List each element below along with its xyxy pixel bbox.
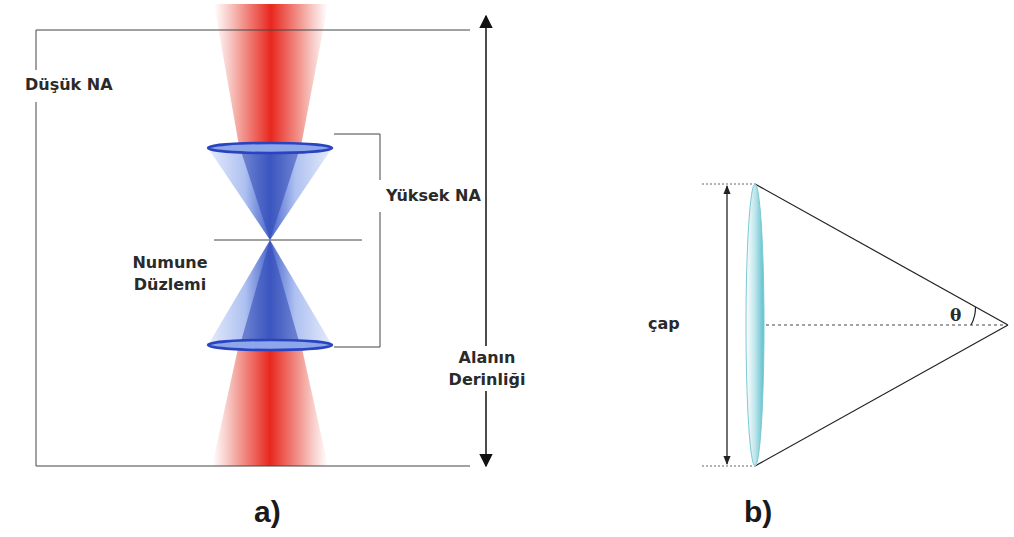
diameter-arrow	[726, 186, 727, 464]
bracket	[36, 30, 470, 70]
bracket	[334, 134, 380, 180]
bracket	[334, 212, 380, 347]
low-na-beam	[212, 344, 328, 466]
panel-label: b)	[744, 492, 772, 533]
extension-line	[702, 466, 755, 467]
bracket	[36, 102, 470, 466]
ray-line	[755, 184, 1008, 325]
dimension-label: çap	[648, 313, 680, 335]
high-na-cone	[208, 240, 332, 345]
angle-label: θ	[950, 304, 961, 327]
sample-plane-line	[214, 240, 362, 241]
lens	[746, 184, 764, 466]
cone-core	[240, 148, 300, 240]
ray-line	[755, 325, 1008, 466]
angle-arc	[971, 307, 976, 325]
lens-disc	[208, 143, 332, 153]
plane-label: Numune Düzlemi	[118, 252, 222, 295]
na-label: Yüksek NA	[386, 185, 481, 207]
high-na-cone	[208, 148, 332, 240]
panel-label: a)	[254, 492, 281, 533]
lens-disc	[208, 340, 332, 350]
extension-line	[702, 184, 755, 185]
depth-label: Alanın Derinliği	[432, 346, 542, 391]
low-na-beam	[214, 4, 328, 146]
na-label: Düşük NA	[22, 73, 116, 97]
dimension-arrow	[485, 16, 487, 466]
cone-core	[240, 240, 300, 345]
